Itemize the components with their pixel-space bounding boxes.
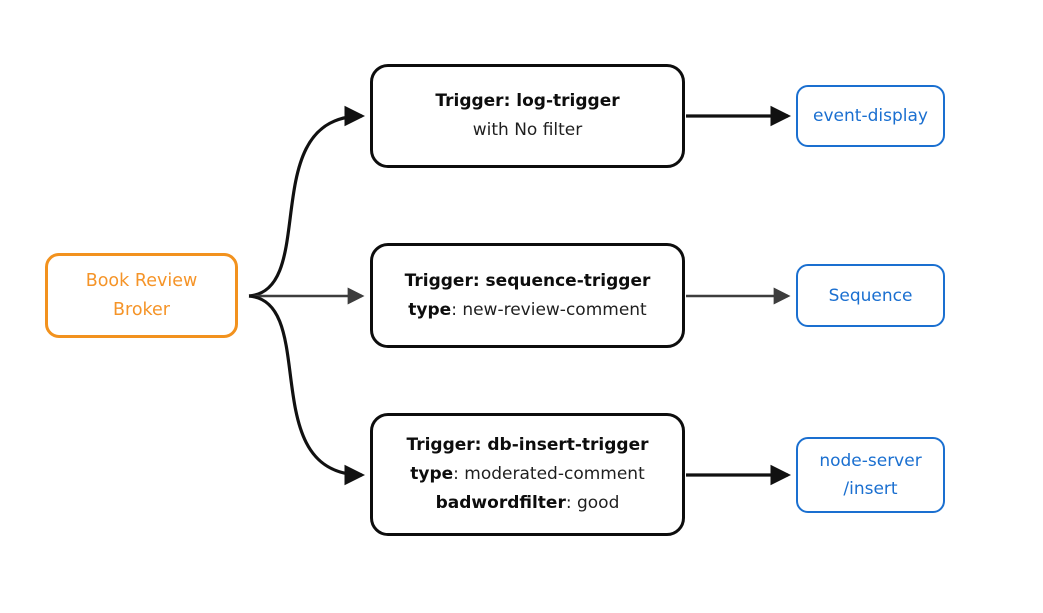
node-trigger-sequence-trigger[interactable]: Trigger: sequence-trigger type: new-revi…	[370, 243, 685, 348]
output-label: Sequence	[828, 285, 913, 306]
node-event-display[interactable]: event-display	[796, 85, 945, 147]
node-sequence[interactable]: Sequence	[796, 264, 945, 327]
broker-label-line1: Book Review	[85, 270, 198, 291]
trigger-title: Trigger: db-insert-trigger	[406, 435, 649, 455]
edge-broker-to-db-insert-trigger	[248, 294, 366, 486]
trigger-attribute: type: new-review-comment	[408, 299, 647, 320]
trigger-attribute: type: moderated-comment	[410, 464, 645, 484]
broker-label-line2: Broker	[113, 299, 170, 320]
node-node-server-insert[interactable]: node-server /insert	[796, 437, 945, 513]
trigger-attribute: badwordfilter: good	[435, 493, 620, 513]
node-trigger-log-trigger[interactable]: Trigger: log-trigger with No filter	[370, 64, 685, 168]
node-book-review-broker[interactable]: Book Review Broker	[45, 253, 238, 338]
trigger-subtitle: with No filter	[472, 120, 583, 140]
trigger-title: Trigger: sequence-trigger	[404, 270, 651, 291]
output-label: event-display	[813, 106, 928, 126]
edge-broker-to-log-trigger	[248, 105, 366, 298]
trigger-title: Trigger: log-trigger	[435, 91, 620, 111]
node-trigger-db-insert-trigger[interactable]: Trigger: db-insert-trigger type: moderat…	[370, 413, 685, 536]
output-label-line1: node-server	[819, 451, 922, 471]
output-label-line2: /insert	[843, 479, 898, 499]
